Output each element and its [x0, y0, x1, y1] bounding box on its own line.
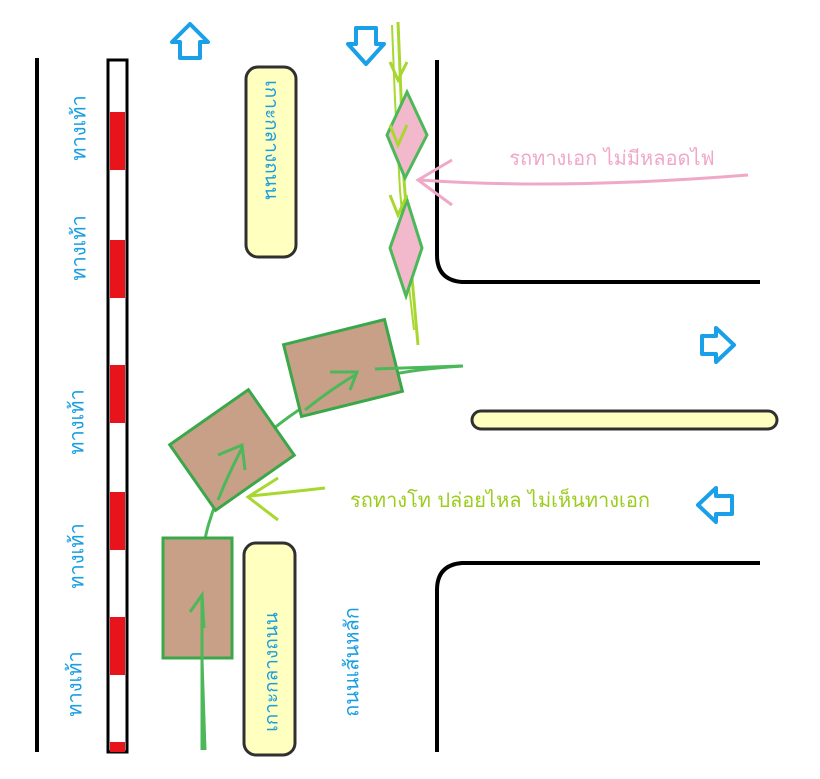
red-white-curb	[106, 58, 129, 754]
upper-right-curb	[435, 60, 760, 284]
sidewalk-label: ทางเท้า	[67, 95, 91, 160]
turning-cars	[161, 317, 463, 750]
green-annotation-arrow	[245, 476, 326, 522]
sidewalk-labels: ทางเท้า ทางเท้า ทางเท้า ทางเท้า ทางเท้า	[63, 95, 91, 716]
sidewalk-label: ทางเท้า	[65, 389, 89, 454]
straight-path-line	[396, 21, 420, 346]
car-1-arrow	[188, 590, 206, 750]
pink-arrow-shaft	[419, 173, 749, 186]
pink-annotation-label: รถทางเอก ไม่มีหลอดไฟ	[509, 146, 714, 170]
main-road-vehicle-path	[385, 21, 429, 346]
direction-arrows	[170, 22, 736, 524]
sidewalk-label: ทางเท้า	[67, 215, 91, 280]
car-1	[161, 536, 234, 660]
upper-median	[244, 65, 298, 259]
curb-red-block	[110, 742, 125, 752]
arrow-left-icon	[696, 486, 734, 524]
upper-median-label: เกาะกลางถนน	[261, 80, 283, 199]
main-road-label: ถนนเส้นหลัก	[340, 607, 364, 717]
vehicle-marker	[385, 88, 429, 182]
pink-annotation-arrow	[415, 158, 749, 207]
lower-right-curb	[435, 561, 760, 752]
pink-arrow-head	[415, 158, 453, 207]
car-3-exit-line	[374, 364, 463, 371]
sidewalk-label: ทางเท้า	[65, 523, 89, 588]
curb-red-block	[110, 112, 125, 170]
lower-median-label: เกาะกลางถนน	[261, 612, 283, 731]
curb-red-block	[110, 492, 125, 550]
car-2-arrow	[216, 442, 247, 501]
road-edges	[35, 58, 760, 752]
green-annotation-label: รถทางโท ปล่อยไหล ไม่เห็นทางเอก	[350, 487, 650, 512]
curb-red-block	[110, 617, 125, 675]
green-arrow-head	[245, 476, 279, 522]
arrow-right-icon	[700, 326, 736, 364]
green-arrow-shaft	[249, 486, 326, 498]
path-chevron	[388, 61, 409, 84]
car-3-arrow	[304, 370, 360, 412]
path-chevron	[388, 194, 409, 219]
car-3	[281, 317, 405, 419]
side-road-median	[470, 409, 779, 431]
arrow-up-icon	[170, 22, 210, 60]
lower-median	[242, 541, 297, 757]
curb-red-block	[110, 365, 125, 423]
sidewalk-label: ทางเท้า	[63, 651, 87, 716]
vehicle-marker	[388, 195, 424, 301]
curb-red-block	[110, 240, 125, 298]
arrow-down-icon	[346, 26, 386, 66]
path-chevron	[388, 124, 409, 149]
